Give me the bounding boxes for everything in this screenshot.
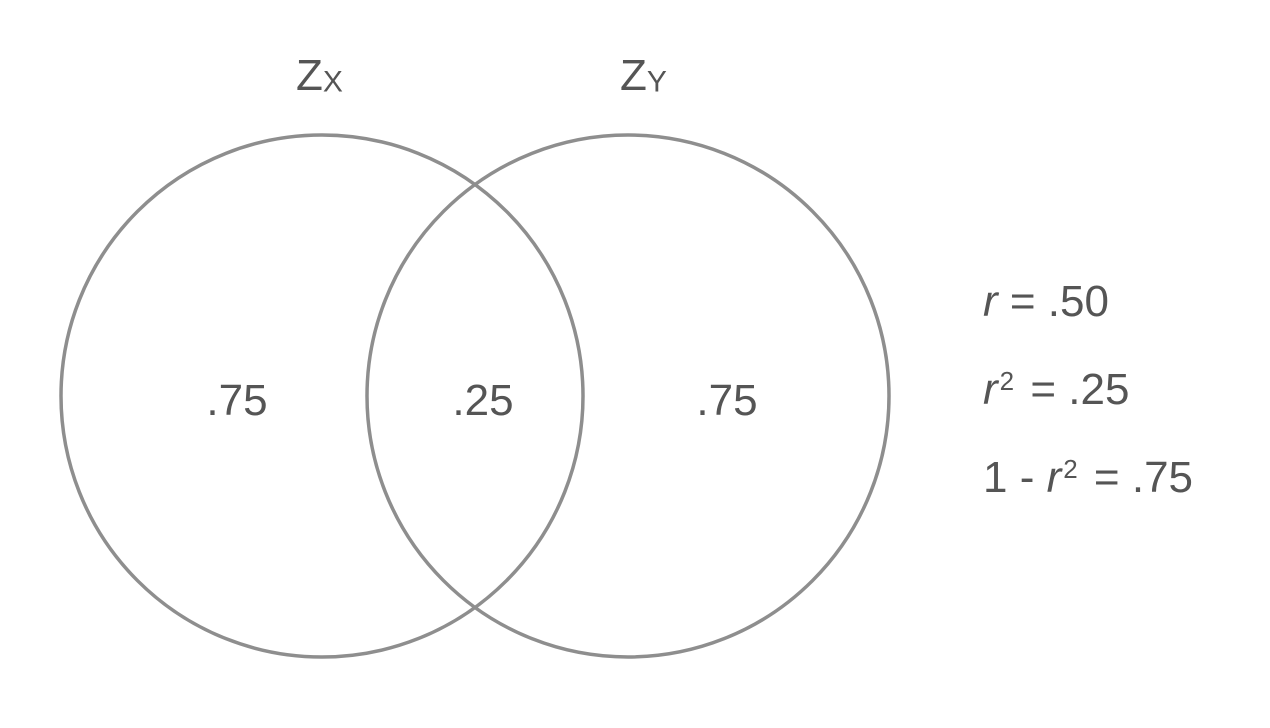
stat-r-squared: r2 = .25 [983, 368, 1129, 412]
circle-zx [59, 133, 585, 659]
zy-subscript: Y [646, 65, 667, 99]
zx-label: ZX [296, 54, 343, 98]
zx-letter: Z [296, 51, 323, 100]
zy-label: ZY [620, 54, 667, 98]
stat-r2-value: = .25 [1018, 365, 1130, 414]
stat-r2-exponent: 2 [999, 366, 1015, 396]
region-x-only-value: .75 [206, 376, 268, 425]
region-overlap-value: .25 [452, 376, 514, 425]
stat-r: r = .50 [983, 280, 1109, 324]
zy-letter: Z [620, 51, 647, 100]
circle-zy [365, 133, 891, 659]
stat-one-minus-prefix: 1 - [983, 453, 1047, 502]
stat-one-minus-value: = .75 [1081, 453, 1194, 502]
stat-one-minus-variable: r [1046, 453, 1062, 502]
stat-r-variable: r [983, 277, 998, 326]
region-y-only-value: .75 [696, 376, 758, 425]
stat-r-value: = .50 [997, 277, 1109, 326]
stat-one-minus-r-squared: 1 - r2 = .75 [983, 456, 1193, 500]
stat-one-minus-exponent: 2 [1063, 454, 1078, 484]
zx-subscript: X [322, 65, 343, 99]
stat-r2-variable: r [983, 365, 998, 414]
